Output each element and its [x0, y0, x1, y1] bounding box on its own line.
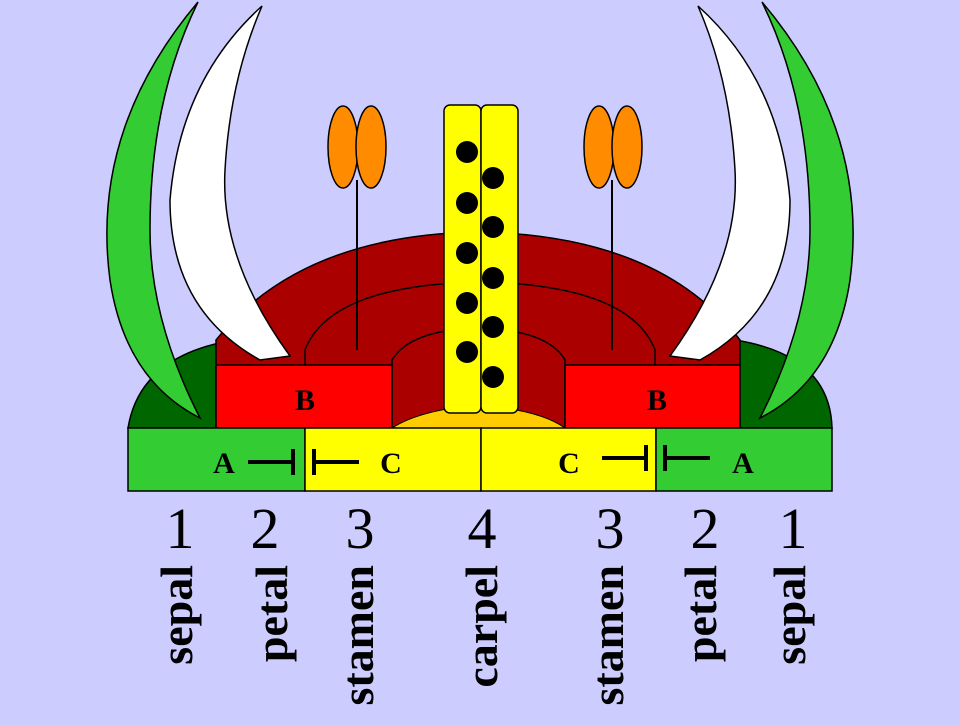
whorl-number-3-right: 3	[596, 496, 625, 561]
inhibition-c-to-a-right	[602, 445, 648, 471]
ovule	[482, 167, 504, 189]
organ-label-petal-right: petal	[675, 565, 726, 662]
anther-right-1	[583, 105, 615, 189]
ovule	[456, 341, 478, 363]
ovule	[456, 292, 478, 314]
gene-label-c-right: C	[558, 447, 580, 480]
organ-label-petal-left: petal	[246, 565, 297, 662]
gene-label-b-right: B	[647, 384, 667, 417]
sepal-left	[106, 1, 202, 420]
gene-label-c-left: C	[380, 447, 402, 480]
organ-label-sepal-right: sepal	[764, 565, 815, 665]
whorl-number-1-left: 1	[166, 496, 195, 561]
whorl-number-2-left: 2	[251, 496, 280, 561]
petal-right	[668, 5, 791, 361]
gene-label-b-left: B	[295, 384, 315, 417]
organ-label-carpel: carpel	[456, 565, 507, 688]
anther-right-2	[611, 105, 643, 189]
whorl-number-2-right: 2	[691, 496, 720, 561]
ovule	[456, 141, 478, 163]
organ-label-sepal-left: sepal	[151, 565, 202, 665]
ovule	[456, 242, 478, 264]
b-box-left	[215, 364, 393, 429]
inhibition-c-to-a-left	[312, 449, 359, 475]
gene-label-a-left: A	[213, 447, 235, 480]
gene-label-a-right: A	[732, 447, 754, 480]
anther-left-1	[327, 105, 359, 189]
sepal-right	[758, 1, 854, 420]
anther-left-2	[355, 105, 387, 189]
ovule	[456, 192, 478, 214]
whorl-number-3-left: 3	[346, 496, 375, 561]
b-box-right	[564, 364, 741, 429]
organ-label-stamen-left: stamen	[332, 565, 383, 706]
organ-label-stamen-right: stamen	[582, 565, 633, 706]
inhibition-a-to-c-right	[663, 445, 710, 471]
c-box-left	[304, 427, 482, 492]
ovule	[482, 267, 504, 289]
inhibition-a-to-c-left	[248, 449, 295, 475]
ovule	[482, 216, 504, 238]
petal-left	[169, 5, 292, 361]
whorl-number-1-right: 1	[779, 496, 808, 561]
whorl-number-4: 4	[468, 496, 497, 561]
ovules	[456, 141, 504, 388]
carpel-right	[480, 104, 519, 414]
ovule	[482, 366, 504, 388]
ovule	[482, 316, 504, 338]
